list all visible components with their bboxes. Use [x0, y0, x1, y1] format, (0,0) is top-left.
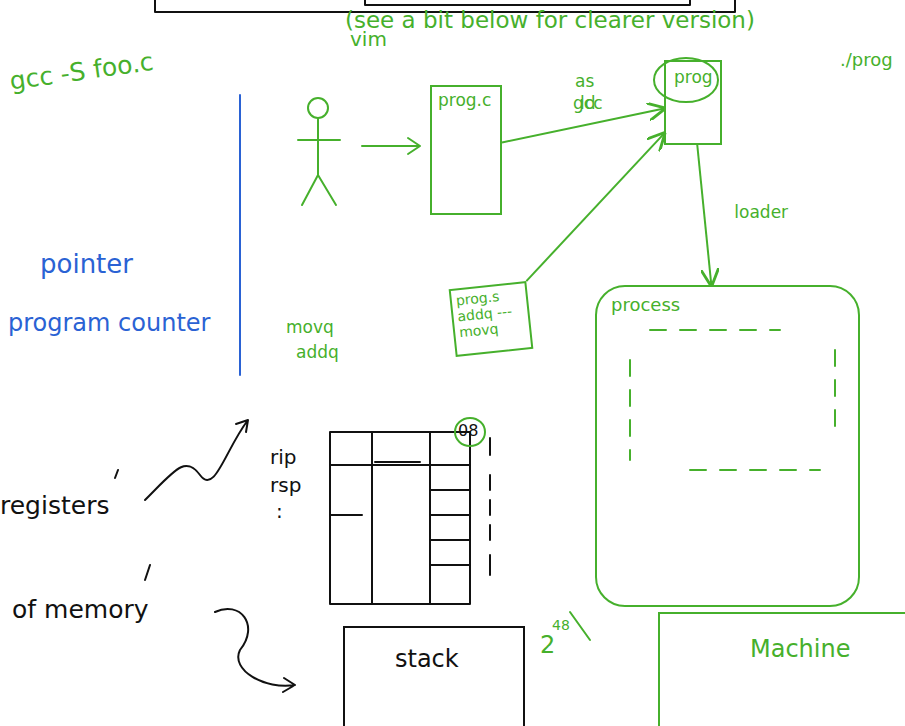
flow-arrow: [362, 138, 420, 154]
flow-arrow: [526, 134, 664, 282]
register-table: [330, 432, 470, 604]
note-label: 08: [458, 422, 478, 440]
note-label: pointer: [40, 250, 133, 279]
note-label: 2: [540, 632, 555, 658]
note-label: ./prog: [840, 50, 893, 70]
callout-arrow: [145, 420, 248, 500]
note-label: rip: [270, 446, 296, 468]
slash-mark: [570, 612, 590, 640]
quote-marks: [115, 470, 150, 580]
stick-figure: [298, 98, 340, 205]
flow-arrow: [697, 145, 711, 285]
note-label: registers: [0, 492, 109, 520]
note-label: gcc -S foo.c: [8, 48, 155, 95]
note-label: :: [276, 500, 283, 522]
note-label: rsp: [270, 474, 301, 496]
cut-box-inner: [365, 0, 690, 5]
node-title: Machine: [750, 636, 905, 664]
file-box: prog.saddq ---movq: [449, 281, 534, 357]
edge-label: loader: [734, 203, 788, 222]
note-label: of memory: [12, 596, 149, 624]
file-box: prog: [664, 60, 722, 145]
node-title: prog: [674, 68, 712, 88]
node-title: process: [611, 295, 844, 316]
note-label: as: [575, 72, 594, 91]
note-label: addq: [296, 343, 339, 362]
file-box: stack: [343, 626, 525, 726]
tick-marks: [489, 438, 491, 575]
file-box: prog.c: [430, 85, 502, 215]
node-title: stack: [395, 646, 523, 674]
circle-mark: [455, 418, 485, 446]
note-label: 48: [552, 618, 570, 633]
process-region: process: [595, 285, 860, 607]
note-label: vim: [350, 28, 387, 50]
edge-label: gcc: [573, 94, 602, 113]
machine-region: Machine: [658, 612, 905, 726]
note-label: program counter: [8, 310, 210, 336]
note-label: movq: [286, 318, 334, 337]
callout-arrow: [215, 609, 295, 692]
dashed-region: [630, 330, 835, 470]
note-label: (see a bit below for clearer version): [345, 8, 755, 33]
bracket-line: [239, 95, 241, 375]
node-title: prog.c: [438, 91, 494, 111]
flow-arrow: [502, 109, 664, 143]
